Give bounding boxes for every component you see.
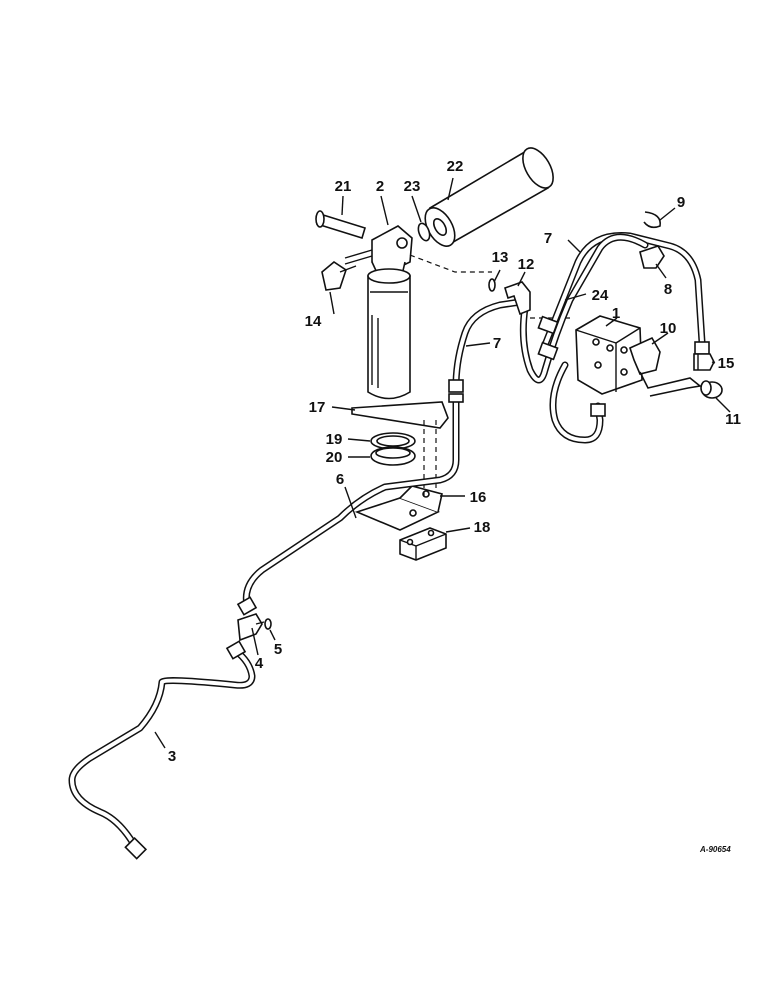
drawing-reference: A-90654 [699,845,731,854]
callout-22: 22 [447,158,464,175]
callout-13: 13 [492,249,509,266]
o-ring [488,278,496,292]
pin [315,210,366,240]
hydraulic-tube-3 [68,647,256,852]
cap [700,380,723,399]
connector [693,353,715,371]
hydraulic-tube-24 [519,233,649,384]
swivel-fitting [639,245,665,269]
mounting-bracket [354,485,443,531]
spacer-block [399,527,447,561]
leader-lines [154,177,731,749]
callout-24: 24 [592,287,609,304]
callout-6: 6 [336,471,344,488]
callout-21: 21 [335,178,352,195]
clip [643,211,662,229]
callout-5: 5 [274,641,282,658]
callout-4: 4 [255,655,264,672]
callout-15: 15 [718,355,735,372]
tube-fitting [124,315,710,860]
o-ring [264,618,272,630]
hydraulic-tube-7-lower [452,298,524,390]
filter-head [344,225,413,276]
callout-10: 10 [660,320,677,337]
callout-1: 1 [612,305,620,322]
valve-handle [629,336,702,397]
callout-14: 14 [305,313,322,330]
gasket-plate [351,401,449,429]
elbow-fitting [504,281,531,316]
wing-knob [321,261,357,291]
callout-20: 20 [326,449,343,466]
callout-9: 9 [677,194,685,211]
callout-8: 8 [664,281,672,298]
seal-ring [370,432,416,450]
tee-fitting [237,613,265,642]
hydraulic-tube-6 [242,394,460,609]
filter-cartridge [424,147,554,247]
callout-23: 23 [404,178,421,195]
callout-19: 19 [326,431,343,448]
callout-7a: 7 [544,230,552,247]
filter-housing [367,268,411,400]
control-valve [575,315,643,395]
o-ring [417,222,431,242]
hydraulic-tube-return [549,361,604,444]
callout-labels: 1 2 3 4 5 6 7 7 8 9 10 11 12 13 14 15 16… [168,158,741,765]
callout-7b: 7 [493,335,501,352]
callout-17: 17 [309,399,326,416]
callout-11: 11 [725,411,741,428]
retainer-ring [370,446,416,466]
callout-2: 2 [376,178,384,195]
callout-3: 3 [168,748,176,765]
callout-12: 12 [518,256,535,273]
callout-18: 18 [474,519,491,536]
callout-16: 16 [470,489,487,506]
alignment-line [409,254,492,273]
